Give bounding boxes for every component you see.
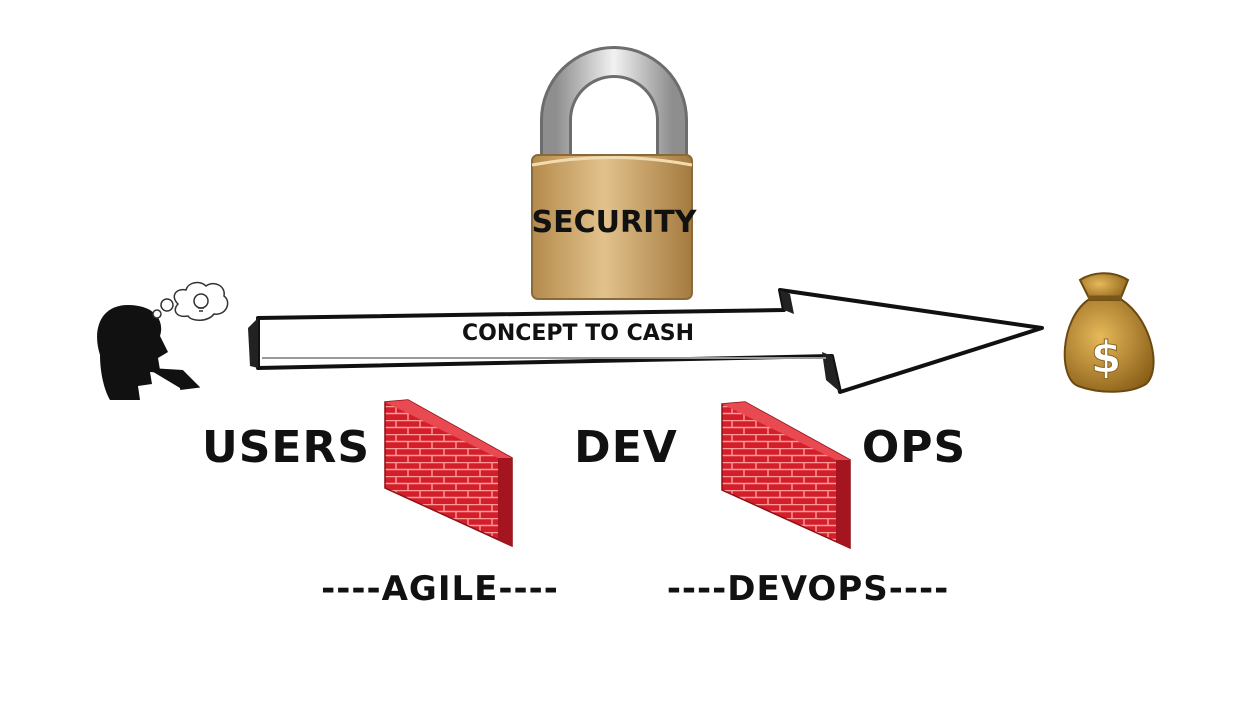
stage-ops-label: OPS — [862, 422, 966, 473]
thinking-person-icon — [97, 281, 229, 400]
stage-dev-label: DEV — [574, 422, 678, 473]
arrow-label: CONCEPT TO CASH — [462, 321, 694, 346]
brick-wall-icon — [721, 401, 851, 550]
brick-wall-icon — [384, 399, 513, 548]
phase-devops-label: ----DEVOPS---- — [667, 569, 949, 609]
security-label: SECURITY — [532, 205, 698, 240]
padlock-icon — [531, 46, 693, 300]
stage-users-label: USERS — [202, 422, 370, 473]
concept-to-cash-arrow — [248, 288, 1044, 394]
svg-text:$: $ — [1091, 332, 1122, 383]
phase-agile-label: ----AGILE---- — [321, 569, 559, 609]
money-bag-icon: $ — [1063, 272, 1155, 393]
